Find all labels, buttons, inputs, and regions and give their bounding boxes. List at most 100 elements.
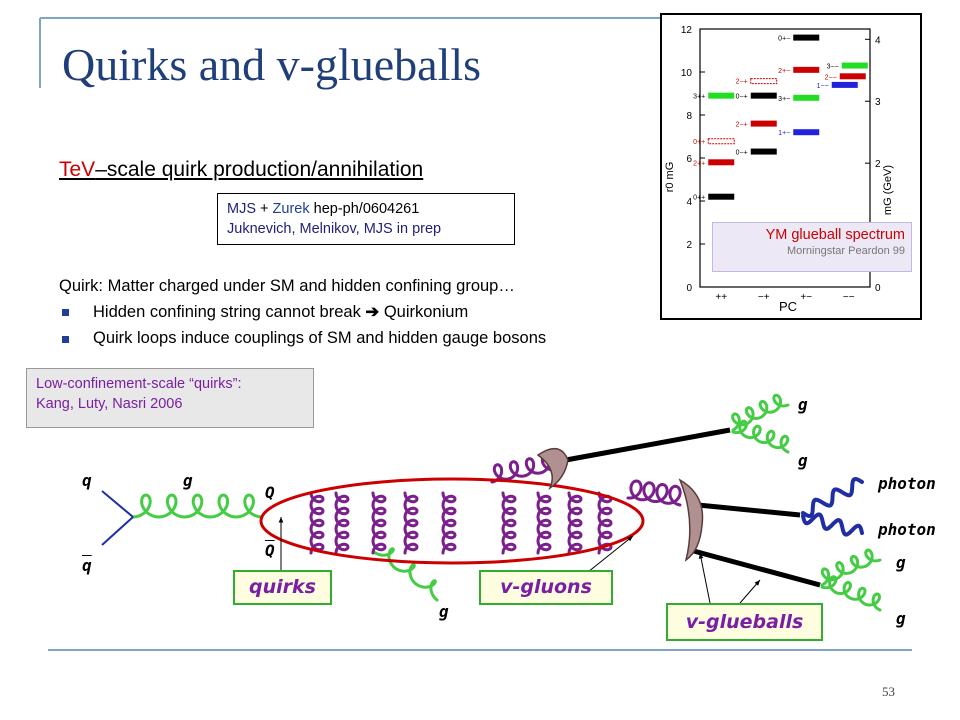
chart-ytick-label: 4 bbox=[686, 197, 692, 208]
chart-state-label: 2++ bbox=[693, 160, 705, 167]
label-photon-1: photon bbox=[878, 474, 936, 493]
vgluon-layer bbox=[309, 454, 682, 555]
label-quark-q: q bbox=[82, 471, 92, 490]
chart-state-bar bbox=[707, 138, 735, 145]
quirks-box: quirks bbox=[233, 570, 332, 605]
ref-arxiv-id: hep-ph/0604261 bbox=[309, 201, 420, 217]
chart-state-bar bbox=[793, 34, 820, 41]
gluon-out-right-1 bbox=[820, 548, 882, 587]
reference-line-2: Juknevich, Melnikov, MJS in prep bbox=[227, 221, 442, 237]
vglueballs-box: v-glueballs bbox=[666, 603, 823, 641]
chart-state-label: 0−+ bbox=[736, 94, 748, 101]
bullet-2-text: Quirk loops induce couplings of SM and h… bbox=[93, 329, 547, 347]
quirk-loop bbox=[259, 477, 645, 565]
arrow-quirks-head bbox=[278, 517, 284, 523]
label-gluon-top-1: g bbox=[798, 395, 808, 414]
photon-out-2 bbox=[801, 512, 864, 537]
chart-ytick-label: 12 bbox=[681, 25, 693, 36]
label-antiquark-qbar: q bbox=[82, 556, 92, 575]
glueball-spectrum-chart: 02468101201234++−++−−− 0++2++0++3++0−+2−… bbox=[664, 25, 894, 314]
low-box-line-2: Kang, Luty, Nasri 2006 bbox=[36, 396, 183, 412]
chart-right-ytick-label: 0 bbox=[875, 283, 881, 294]
chart-ylabel-right: mG (GeV) bbox=[882, 165, 894, 215]
chart-state-label: 2−− bbox=[825, 74, 837, 81]
right-arrow-icon: ➔ bbox=[365, 303, 380, 321]
bullet-1-result: Quirkonium bbox=[379, 303, 469, 321]
vgluon-coil bbox=[309, 491, 325, 555]
section-subtitle: TeV–scale quirk production/annihilation bbox=[59, 158, 423, 182]
vgluon-coil bbox=[334, 491, 350, 555]
line-layer bbox=[101, 427, 821, 604]
chart-state-bar bbox=[793, 94, 820, 101]
photon-layer bbox=[801, 476, 864, 537]
chart-ytick-label: 0 bbox=[686, 283, 692, 294]
vgluon-coil bbox=[441, 491, 457, 555]
chart-right-ytick-label: 2 bbox=[875, 159, 881, 170]
label-gluon-right-2: g bbox=[896, 609, 906, 628]
arrow-vglueballs-2-head bbox=[754, 580, 760, 586]
chart-state-bar bbox=[793, 129, 820, 136]
chart-state-label: 2−+ bbox=[736, 122, 748, 129]
chart-xtick-label: −+ bbox=[758, 292, 770, 303]
low-box-line-1: Low-confinement-scale “quirks”: bbox=[36, 376, 242, 392]
label-gluon-top-2: g bbox=[798, 451, 808, 470]
chart-state-label: 1−− bbox=[817, 83, 829, 90]
bullet-item-1: Hidden confining string cannot break ➔ Q… bbox=[62, 302, 468, 322]
chart-right-ytick-label: 4 bbox=[875, 35, 881, 46]
label-gluon-right-1: g bbox=[896, 553, 906, 572]
vgluons-box: v-gluons bbox=[479, 570, 613, 605]
photon-out-1 bbox=[801, 476, 864, 519]
chart-states: 0++2++0++3++0−+2−+0−+2−+1+−3+−2+−0+−1−−2… bbox=[693, 34, 868, 202]
blob-layer bbox=[536, 447, 704, 562]
chart-ytick-label: 2 bbox=[686, 240, 692, 251]
chart-ylabel-left: r0 mG bbox=[664, 162, 676, 193]
gluon-bottom bbox=[372, 547, 439, 602]
chart-state-bar bbox=[750, 148, 777, 155]
bullet-square-icon bbox=[62, 336, 69, 343]
subtitle-rest: –scale quirk production/annihilation bbox=[95, 158, 424, 181]
label-gluon-in: g bbox=[183, 471, 193, 490]
label-gluon-bottom: g bbox=[439, 602, 449, 621]
chart-state-bar bbox=[708, 92, 735, 99]
chart-state-label: 0−+ bbox=[736, 150, 748, 157]
bullet-1-text: Hidden confining string cannot break bbox=[93, 303, 366, 321]
chart-state-label: 3++ bbox=[693, 94, 705, 101]
vgluon-coil bbox=[567, 491, 583, 555]
bullet-square-icon bbox=[62, 309, 69, 316]
chart-caption: YM glueball spectrum bbox=[765, 227, 905, 243]
label-quirk-Q: Q bbox=[265, 483, 275, 502]
vglueball-blob-top bbox=[536, 447, 569, 491]
chart-state-label: 2+− bbox=[778, 68, 790, 75]
quark-line bbox=[101, 490, 134, 518]
low-confinement-box: Low-confinement-scale “quirks”: Kang, Lu… bbox=[26, 368, 314, 428]
chart-state-label: 2−+ bbox=[736, 79, 748, 86]
chart-state-label: 0++ bbox=[693, 139, 705, 146]
chart-state-label: 1+− bbox=[778, 130, 790, 137]
arrow-vglueballs-1 bbox=[699, 552, 711, 604]
chart-state-bar bbox=[750, 92, 777, 99]
arrow-vglueballs-1-head bbox=[698, 553, 704, 559]
label-photon-2: photon bbox=[878, 520, 936, 539]
gluon-in bbox=[131, 493, 264, 519]
chart-state-bar bbox=[841, 62, 868, 69]
chart-state-bar bbox=[839, 73, 866, 80]
vgluon-bundle-right bbox=[626, 479, 682, 507]
chart-state-bar bbox=[750, 78, 778, 85]
chart-state-label: 0++ bbox=[693, 195, 705, 202]
chart-citation: Morningstar Peardon 99 bbox=[786, 245, 905, 257]
chart-state-bar bbox=[793, 66, 820, 73]
vgluon-coil bbox=[403, 491, 419, 555]
label-antiquirk-Qbar: Q bbox=[265, 541, 275, 560]
chart-caption-box: YM glueball spectrum Morningstar Peardon… bbox=[712, 222, 912, 272]
chart-state-label: 3+− bbox=[778, 96, 790, 103]
chart-ytick-label: 10 bbox=[681, 68, 693, 79]
antiquark-line bbox=[101, 516, 134, 546]
decay-line-mid bbox=[697, 502, 801, 518]
chart-right-ytick-label: 3 bbox=[875, 97, 881, 108]
ref-author-zurek: Zurek bbox=[272, 201, 310, 217]
gluon-out-top-1 bbox=[731, 393, 790, 432]
ref-author-mjs: MJS bbox=[227, 201, 256, 217]
chart-state-bar bbox=[750, 120, 777, 127]
